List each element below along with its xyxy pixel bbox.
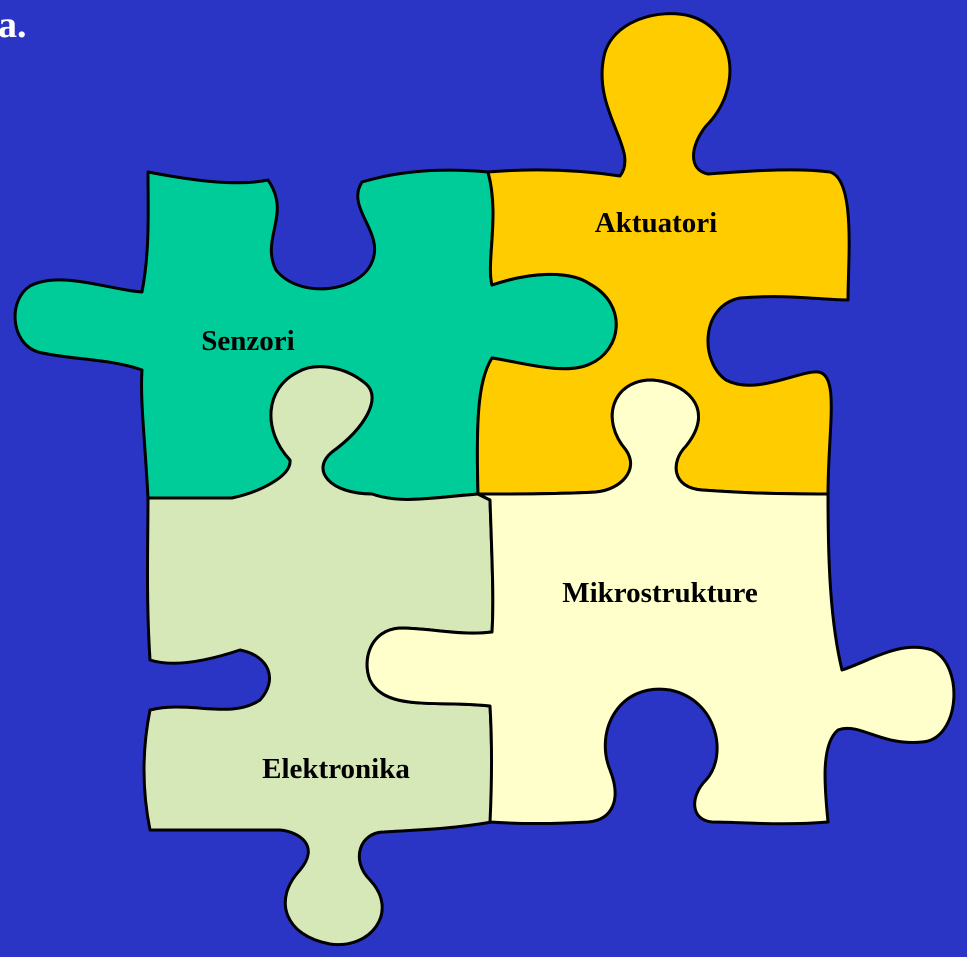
piece-label-senzori: Senzori <box>201 325 294 357</box>
puzzle-piece-mikrostrukture <box>365 378 956 826</box>
piece-label-mikrostrukture: Mikrostrukture <box>562 577 758 609</box>
puzzle-piece-aktuatori <box>475 12 851 496</box>
corner-label: a. <box>0 4 27 46</box>
piece-label-elektronika: Elektronika <box>262 753 410 785</box>
piece-label-aktuatori: Aktuatori <box>595 207 717 239</box>
